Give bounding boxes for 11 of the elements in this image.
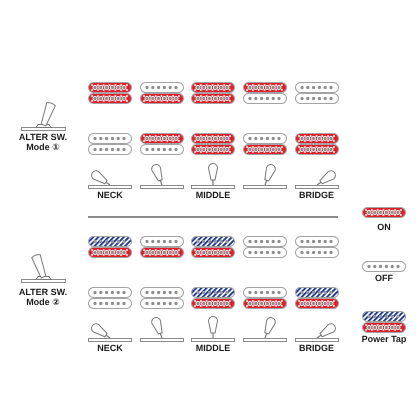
legend-label: ON [376,222,392,232]
legend-label: OFF [374,272,394,282]
switch-position-label: BRIDGE [298,190,335,200]
switch-position-label: BRIDGE [298,343,335,353]
switch-position-label: NECK [96,343,124,353]
switch-position-label: MIDDLE [195,190,231,200]
switch-mode-label: ALTER SW. Mode ① [18,132,68,152]
legend-label: Power Tap [361,334,407,344]
switch-mode-label: ALTER SW. Mode ② [18,287,68,307]
switch-position-label: MIDDLE [195,343,231,353]
switch-position-label: NECK [96,190,124,200]
